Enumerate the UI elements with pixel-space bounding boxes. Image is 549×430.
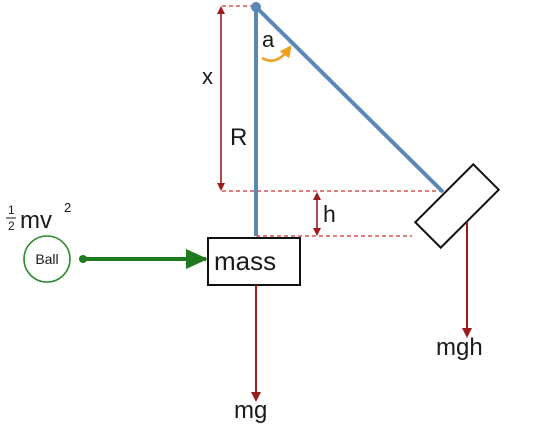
x-label: x xyxy=(202,64,213,89)
mass-label: mass xyxy=(214,246,276,276)
ke-fraction-numerator: 1 xyxy=(8,203,15,217)
r-label: R xyxy=(230,124,247,151)
ball-circle xyxy=(23,235,71,283)
h-label: h xyxy=(323,201,336,227)
mgh-label: mgh xyxy=(436,334,483,361)
ke-exponent: 2 xyxy=(64,200,71,215)
swung-rod xyxy=(254,5,445,194)
ke-fraction-denominator: 2 xyxy=(8,219,15,233)
angle-label: a xyxy=(262,27,275,52)
angle-arrow xyxy=(261,45,292,62)
ke-mv-text: mv xyxy=(20,207,52,234)
mass-box xyxy=(207,237,301,286)
ball-label: Ball xyxy=(35,251,58,267)
pivot-point xyxy=(251,2,261,12)
swung-mass-box xyxy=(413,162,501,250)
mg-label: mg xyxy=(234,397,267,424)
